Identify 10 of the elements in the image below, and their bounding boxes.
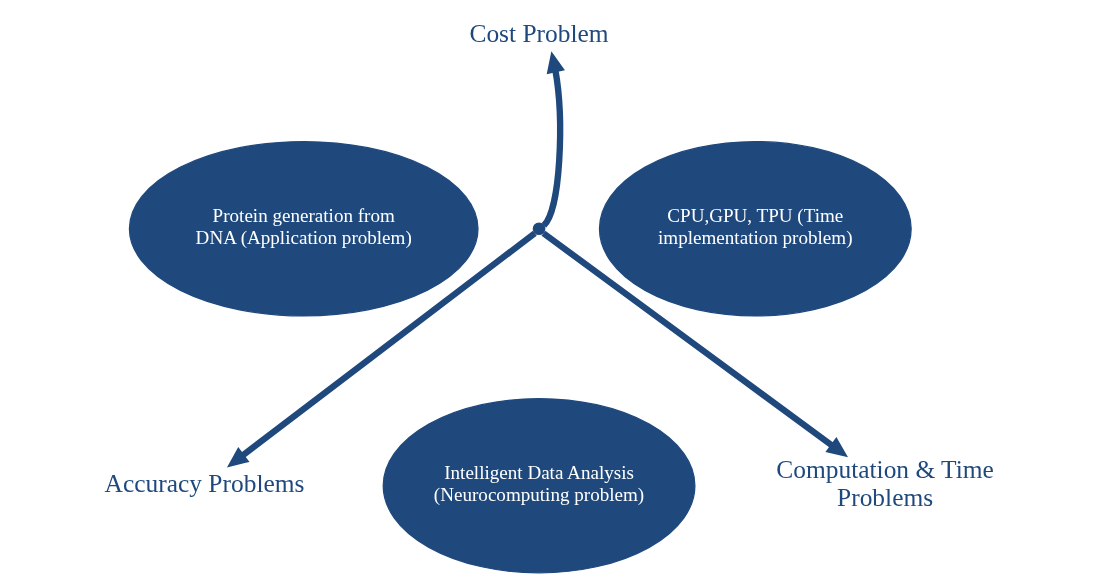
node-text: Accuracy Problems bbox=[104, 469, 304, 499]
node-ellipse: Intelligent Data Analysis (Neurocomputing problem) bbox=[382, 397, 696, 574]
node-text: Computation & Time Problems bbox=[775, 455, 994, 513]
node-text: Cost Problem bbox=[468, 19, 609, 49]
node-circle bbox=[532, 222, 545, 236]
arrow bbox=[226, 230, 537, 468]
arrow bbox=[541, 230, 848, 458]
arrow bbox=[540, 51, 565, 228]
node-ellipse: Protein generation from DNA (Application problem) bbox=[128, 141, 479, 317]
node-ellipse: CPU,GPU, TPU (Time implementation problem) bbox=[598, 141, 912, 317]
